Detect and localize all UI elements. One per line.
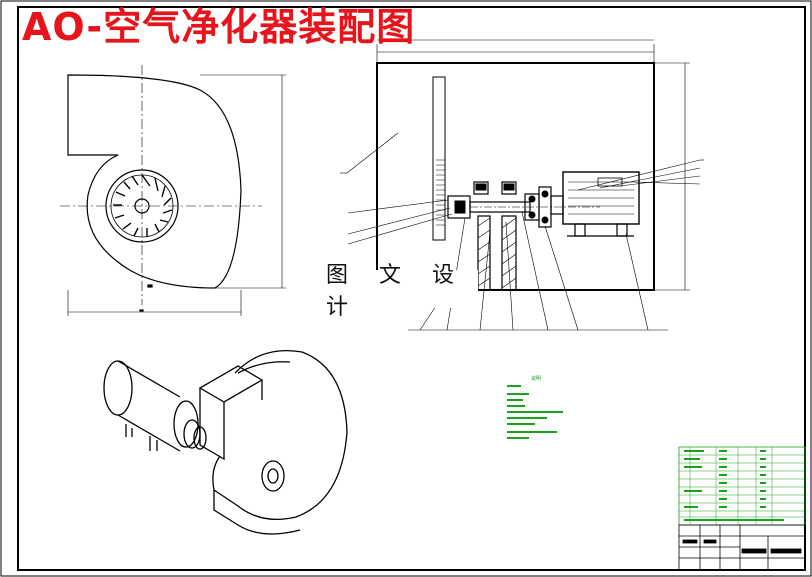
parts-list bbox=[678, 446, 806, 526]
inner-border bbox=[17, 6, 806, 571]
notes-title: 说明 bbox=[531, 376, 542, 382]
section-view bbox=[340, 39, 704, 331]
watermark-text: 图 文 设 计 bbox=[326, 263, 478, 320]
technical-notes bbox=[507, 385, 563, 439]
drawing-title: AO-空气净化器装配图 bbox=[22, 5, 416, 49]
title-block bbox=[678, 524, 806, 571]
isometric-view bbox=[103, 349, 348, 535]
fan-front-view bbox=[60, 65, 286, 316]
